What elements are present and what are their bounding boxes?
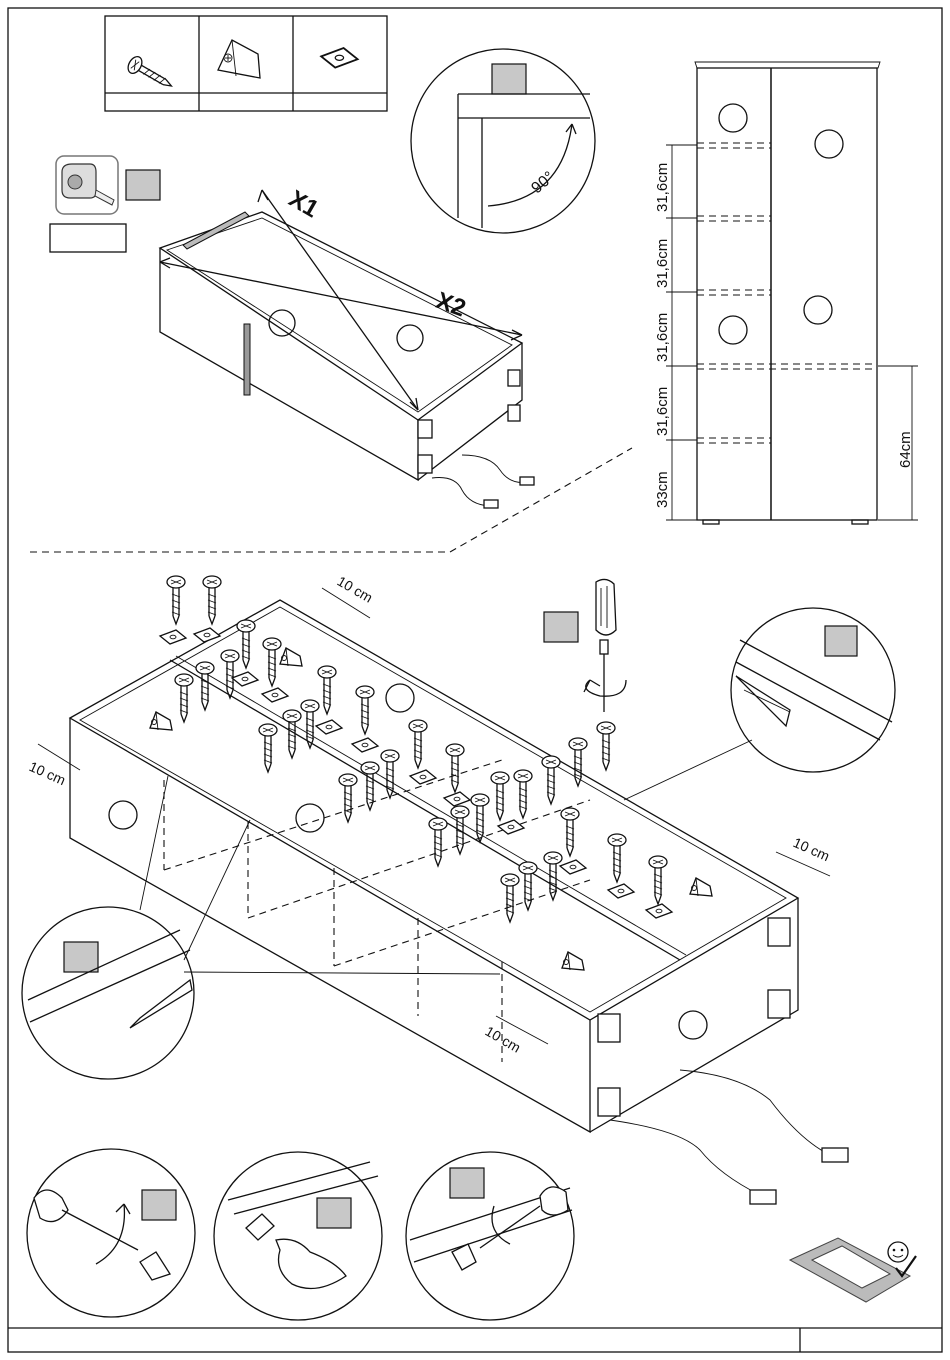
right-angle-detail: 90° <box>411 49 595 233</box>
screwdriver-icon <box>544 579 626 712</box>
tape-measure-icon <box>56 156 118 214</box>
step-marker <box>126 170 160 200</box>
screw-set <box>167 576 667 922</box>
dim-64cm: 64cm <box>897 431 914 468</box>
flat-plate-icon <box>321 48 357 68</box>
cabinet-elevation: 33cm 31,6cm 31,6cm 31,6cm 31,6cm 64cm <box>654 62 918 524</box>
carcass-top-view: X1 X2 <box>160 185 534 508</box>
dim-31-6cm-3: 31,6cm <box>654 239 671 288</box>
step-detail-2 <box>214 1152 382 1320</box>
offset-label-top: 10 cm <box>335 573 376 606</box>
step-detail-1 <box>27 1149 195 1317</box>
dim-31-6cm-4: 31,6cm <box>654 163 671 212</box>
page-frame <box>8 8 942 1352</box>
smiley-icon <box>790 1238 916 1302</box>
screw-icon <box>125 54 176 94</box>
section-separator <box>30 448 632 552</box>
corner-bracket-icon <box>218 40 260 78</box>
edge-detail-left <box>22 776 500 1079</box>
offset-label-left: 10 cm <box>27 758 68 788</box>
parts-table <box>105 16 387 111</box>
plate-set <box>160 628 672 918</box>
bracket-set <box>150 648 712 970</box>
step-detail-3 <box>406 1152 574 1320</box>
carcass-assembly-view: 10 cm 10 cm 10 cm 10 cm <box>27 573 848 1204</box>
diagonal-x1-label: X1 <box>284 185 323 223</box>
edge-detail-right <box>624 608 895 800</box>
offset-label-right: 10 cm <box>791 834 832 864</box>
blank-label-box <box>50 224 126 252</box>
diagonal-x2-label: X2 <box>432 287 469 322</box>
dim-31-6cm-2: 31,6cm <box>654 313 671 362</box>
dim-31-6cm-1: 31,6cm <box>654 387 671 436</box>
dim-33cm: 33cm <box>654 471 671 508</box>
